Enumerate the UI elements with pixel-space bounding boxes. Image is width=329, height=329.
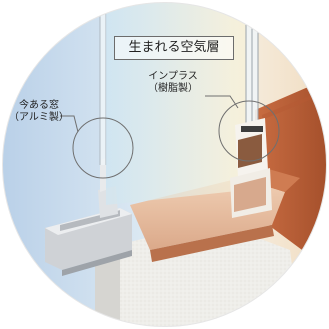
resin-sash [230, 118, 272, 218]
inner-window-callout [218, 100, 280, 162]
inner-window-leader [205, 95, 239, 109]
existing-window-label: 今ある窓 （アルミ製） [9, 100, 69, 123]
inner-window-label-line2: （樹脂製） [148, 82, 198, 94]
air-layer-label: 生まれる空気層 [114, 36, 234, 60]
existing-window-label-line2: （アルミ製） [9, 111, 69, 123]
window-sill-edge [150, 225, 274, 262]
frame-circle [2, 2, 327, 327]
wall-shadow [95, 244, 120, 327]
existing-window-callout [72, 117, 134, 179]
existing-window-label-line1: 今ある窓 [18, 100, 59, 111]
inner-window-label-line1: インプラス [148, 71, 198, 82]
interior-wood-wall [255, 78, 327, 270]
existing-window-leader [60, 115, 79, 133]
air-layer [106, 2, 246, 205]
existing-window-glass [100, 2, 106, 165]
inner-window-label: インプラス （樹脂製） [148, 71, 198, 94]
interior-wall [95, 222, 300, 327]
